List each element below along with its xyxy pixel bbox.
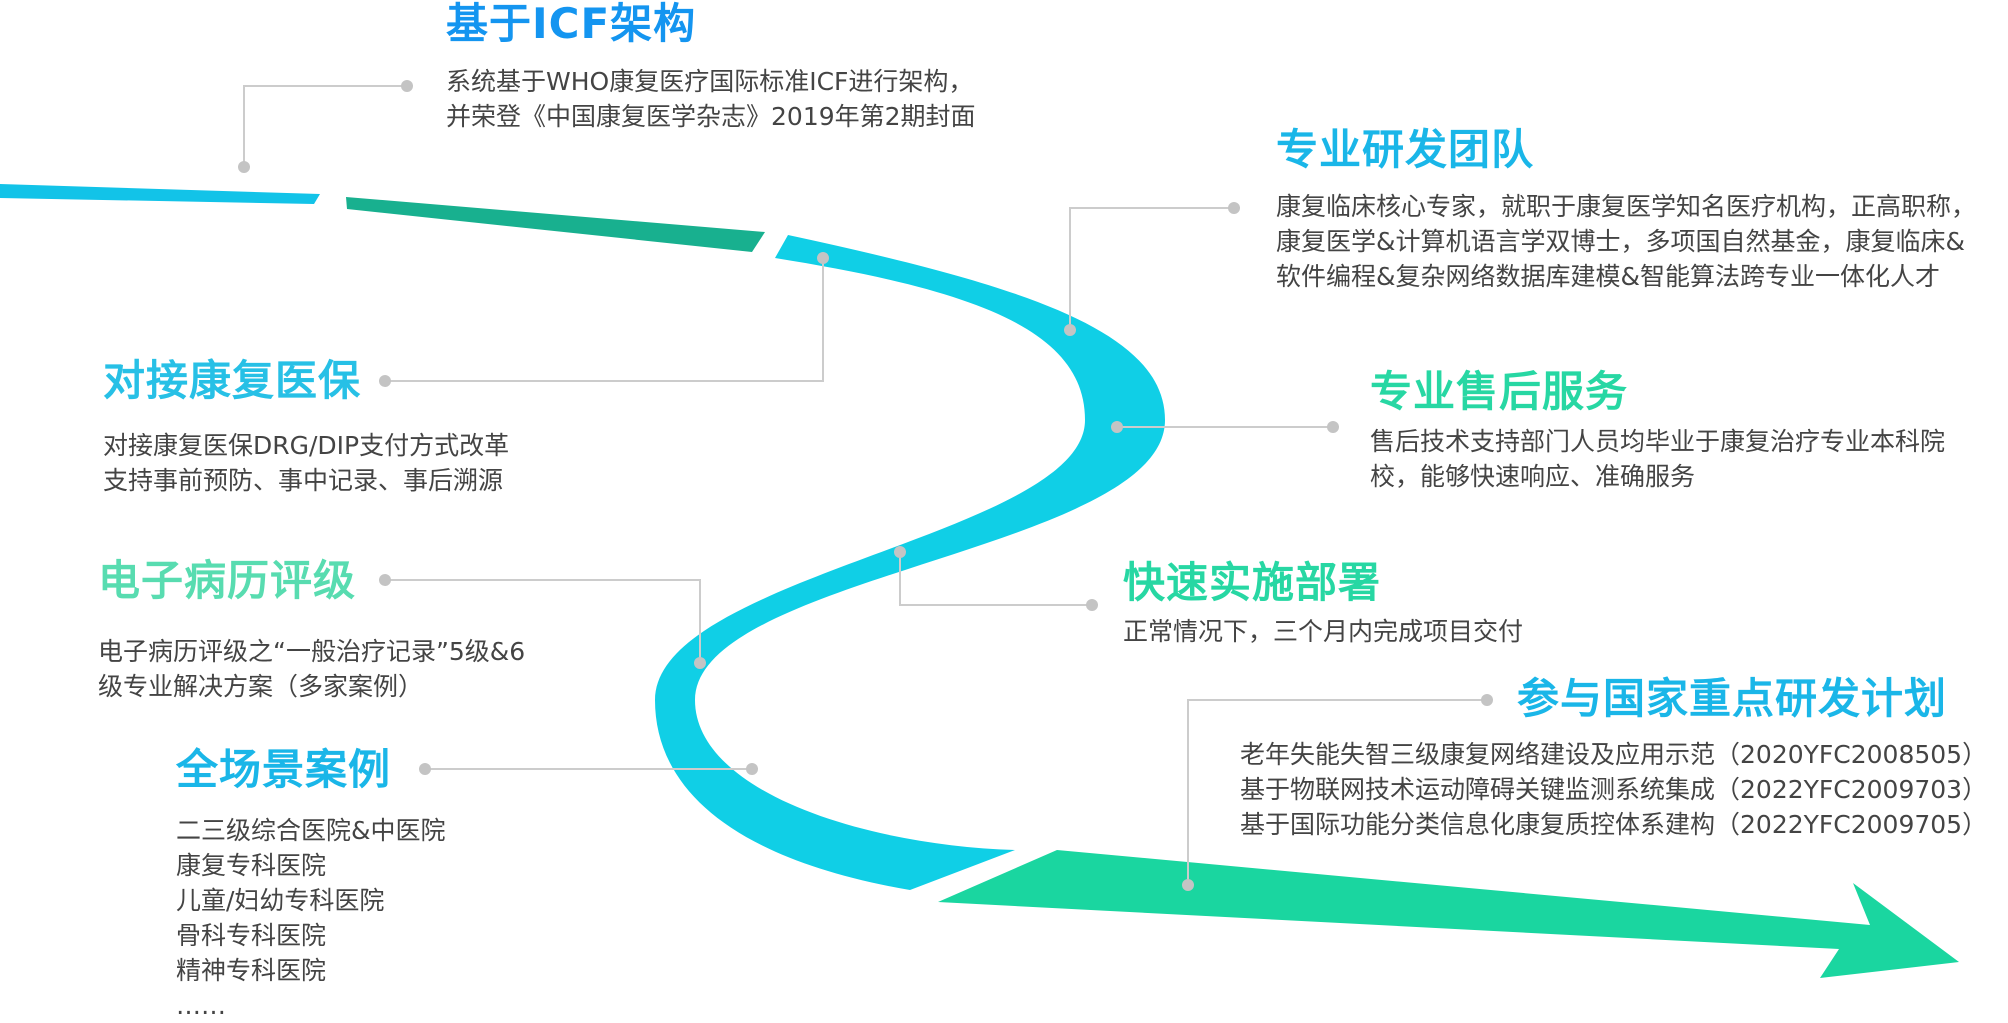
road-top-segment-cyan: [0, 184, 320, 204]
connector-dot: [419, 763, 431, 775]
desc-line: 系统基于WHO康复医疗国际标准ICF进行架构，: [446, 67, 974, 96]
section-desc-team: 康复临床核心专家，就职于康复医学知名医疗机构，正高职称， 康复医学&计算机语言学…: [1276, 189, 1976, 294]
connector-dot: [1228, 202, 1240, 214]
connector-dot: [1064, 324, 1076, 336]
desc-line: 骨科专科医院: [176, 921, 327, 950]
section-desc-icf: 系统基于WHO康复医疗国际标准ICF进行架构， 并荣登《中国康复医学杂志》201…: [446, 64, 976, 134]
connector-dot: [401, 80, 413, 92]
desc-line: 对接康复医保DRG/DIP支付方式改革: [103, 431, 510, 460]
connector-dot: [1111, 421, 1123, 433]
road-top-segment-teal: [346, 197, 765, 252]
section-desc-deploy: 正常情况下，三个月内完成项目交付: [1123, 614, 1523, 649]
desc-line: 并荣登《中国康复医学杂志》2019年第2期封面: [446, 102, 976, 131]
desc-line: 校，能够快速响应、准确服务: [1370, 462, 1696, 491]
connector-lines: [243, 85, 1487, 885]
road-s-curve: [655, 235, 1165, 890]
desc-line: 电子病历评级之“一般治疗记录”5级&6: [98, 637, 526, 666]
desc-line: 精神专科医院: [176, 956, 327, 985]
section-title-national: 参与国家重点研发计划: [1517, 674, 1948, 723]
desc-line: 支持事前预防、事中记录、事后溯源: [103, 466, 504, 495]
desc-line: 康复医学&计算机语言学双博士，多项国自然基金，康复临床&: [1276, 227, 1965, 256]
desc-line: 二三级综合医院&中医院: [176, 816, 446, 845]
desc-line: 康复专科医院: [176, 851, 327, 880]
section-title-cases: 全场景案例: [176, 745, 392, 794]
connector-dot: [817, 252, 829, 264]
section-desc-national: 老年失能失智三级康复网络建设及应用示范（2020YFC2008505） 基于物联…: [1240, 737, 1987, 842]
section-desc-insurance: 对接康复医保DRG/DIP支付方式改革 支持事前预防、事中记录、事后溯源: [103, 428, 509, 498]
desc-line: 基于物联网技术运动障碍关键监测系统集成（2022YFC2009703）: [1240, 775, 1988, 804]
section-title-emr: 电子病历评级: [98, 556, 357, 605]
desc-line: 软件编程&复杂网络数据库建模&智能算法跨专业一体化人才: [1276, 262, 1940, 291]
section-desc-emr: 电子病历评级之“一般治疗记录”5级&6 级专业解决方案（多家案例）: [98, 634, 525, 704]
connector-dot: [1481, 694, 1493, 706]
section-desc-aftersales: 售后技术支持部门人员均毕业于康复治疗专业本科院 校，能够快速响应、准确服务: [1370, 424, 1945, 494]
section-title-team: 专业研发团队: [1276, 125, 1535, 174]
connector-dot: [379, 375, 391, 387]
connector-dot: [238, 161, 250, 173]
section-title-insurance: 对接康复医保: [103, 356, 362, 405]
connector-dots: [238, 80, 1493, 891]
connector-dot: [1182, 879, 1194, 891]
section-title-aftersales: 专业售后服务: [1370, 367, 1629, 416]
desc-line: 康复临床核心专家，就职于康复医学知名医疗机构，正高职称，: [1276, 192, 1977, 221]
section-desc-cases: 二三级综合医院&中医院 康复专科医院 儿童/妇幼专科医院 骨科专科医院 精神专科…: [176, 813, 446, 1023]
connector-dot: [894, 546, 906, 558]
desc-line: 儿童/妇幼专科医院: [176, 886, 385, 915]
desc-line: 级专业解决方案（多家案例）: [98, 672, 424, 701]
connector-dot: [746, 763, 758, 775]
desc-line: 正常情况下，三个月内完成项目交付: [1123, 617, 1524, 646]
section-title-icf: 基于ICF架构: [446, 0, 697, 48]
desc-line: ……: [176, 991, 226, 1020]
connector-dot: [1086, 599, 1098, 611]
section-title-deploy: 快速实施部署: [1123, 558, 1382, 607]
connector-dot: [379, 574, 391, 586]
desc-line: 老年失能失智三级康复网络建设及应用示范（2020YFC2008505）: [1240, 740, 1988, 769]
desc-line: 基于国际功能分类信息化康复质控体系建构（2022YFC2009705）: [1240, 810, 1988, 839]
connector-dot: [694, 657, 706, 669]
road-final-arrow: [938, 850, 1959, 978]
connector-dot: [1327, 421, 1339, 433]
desc-line: 售后技术支持部门人员均毕业于康复治疗专业本科院: [1370, 427, 1946, 456]
